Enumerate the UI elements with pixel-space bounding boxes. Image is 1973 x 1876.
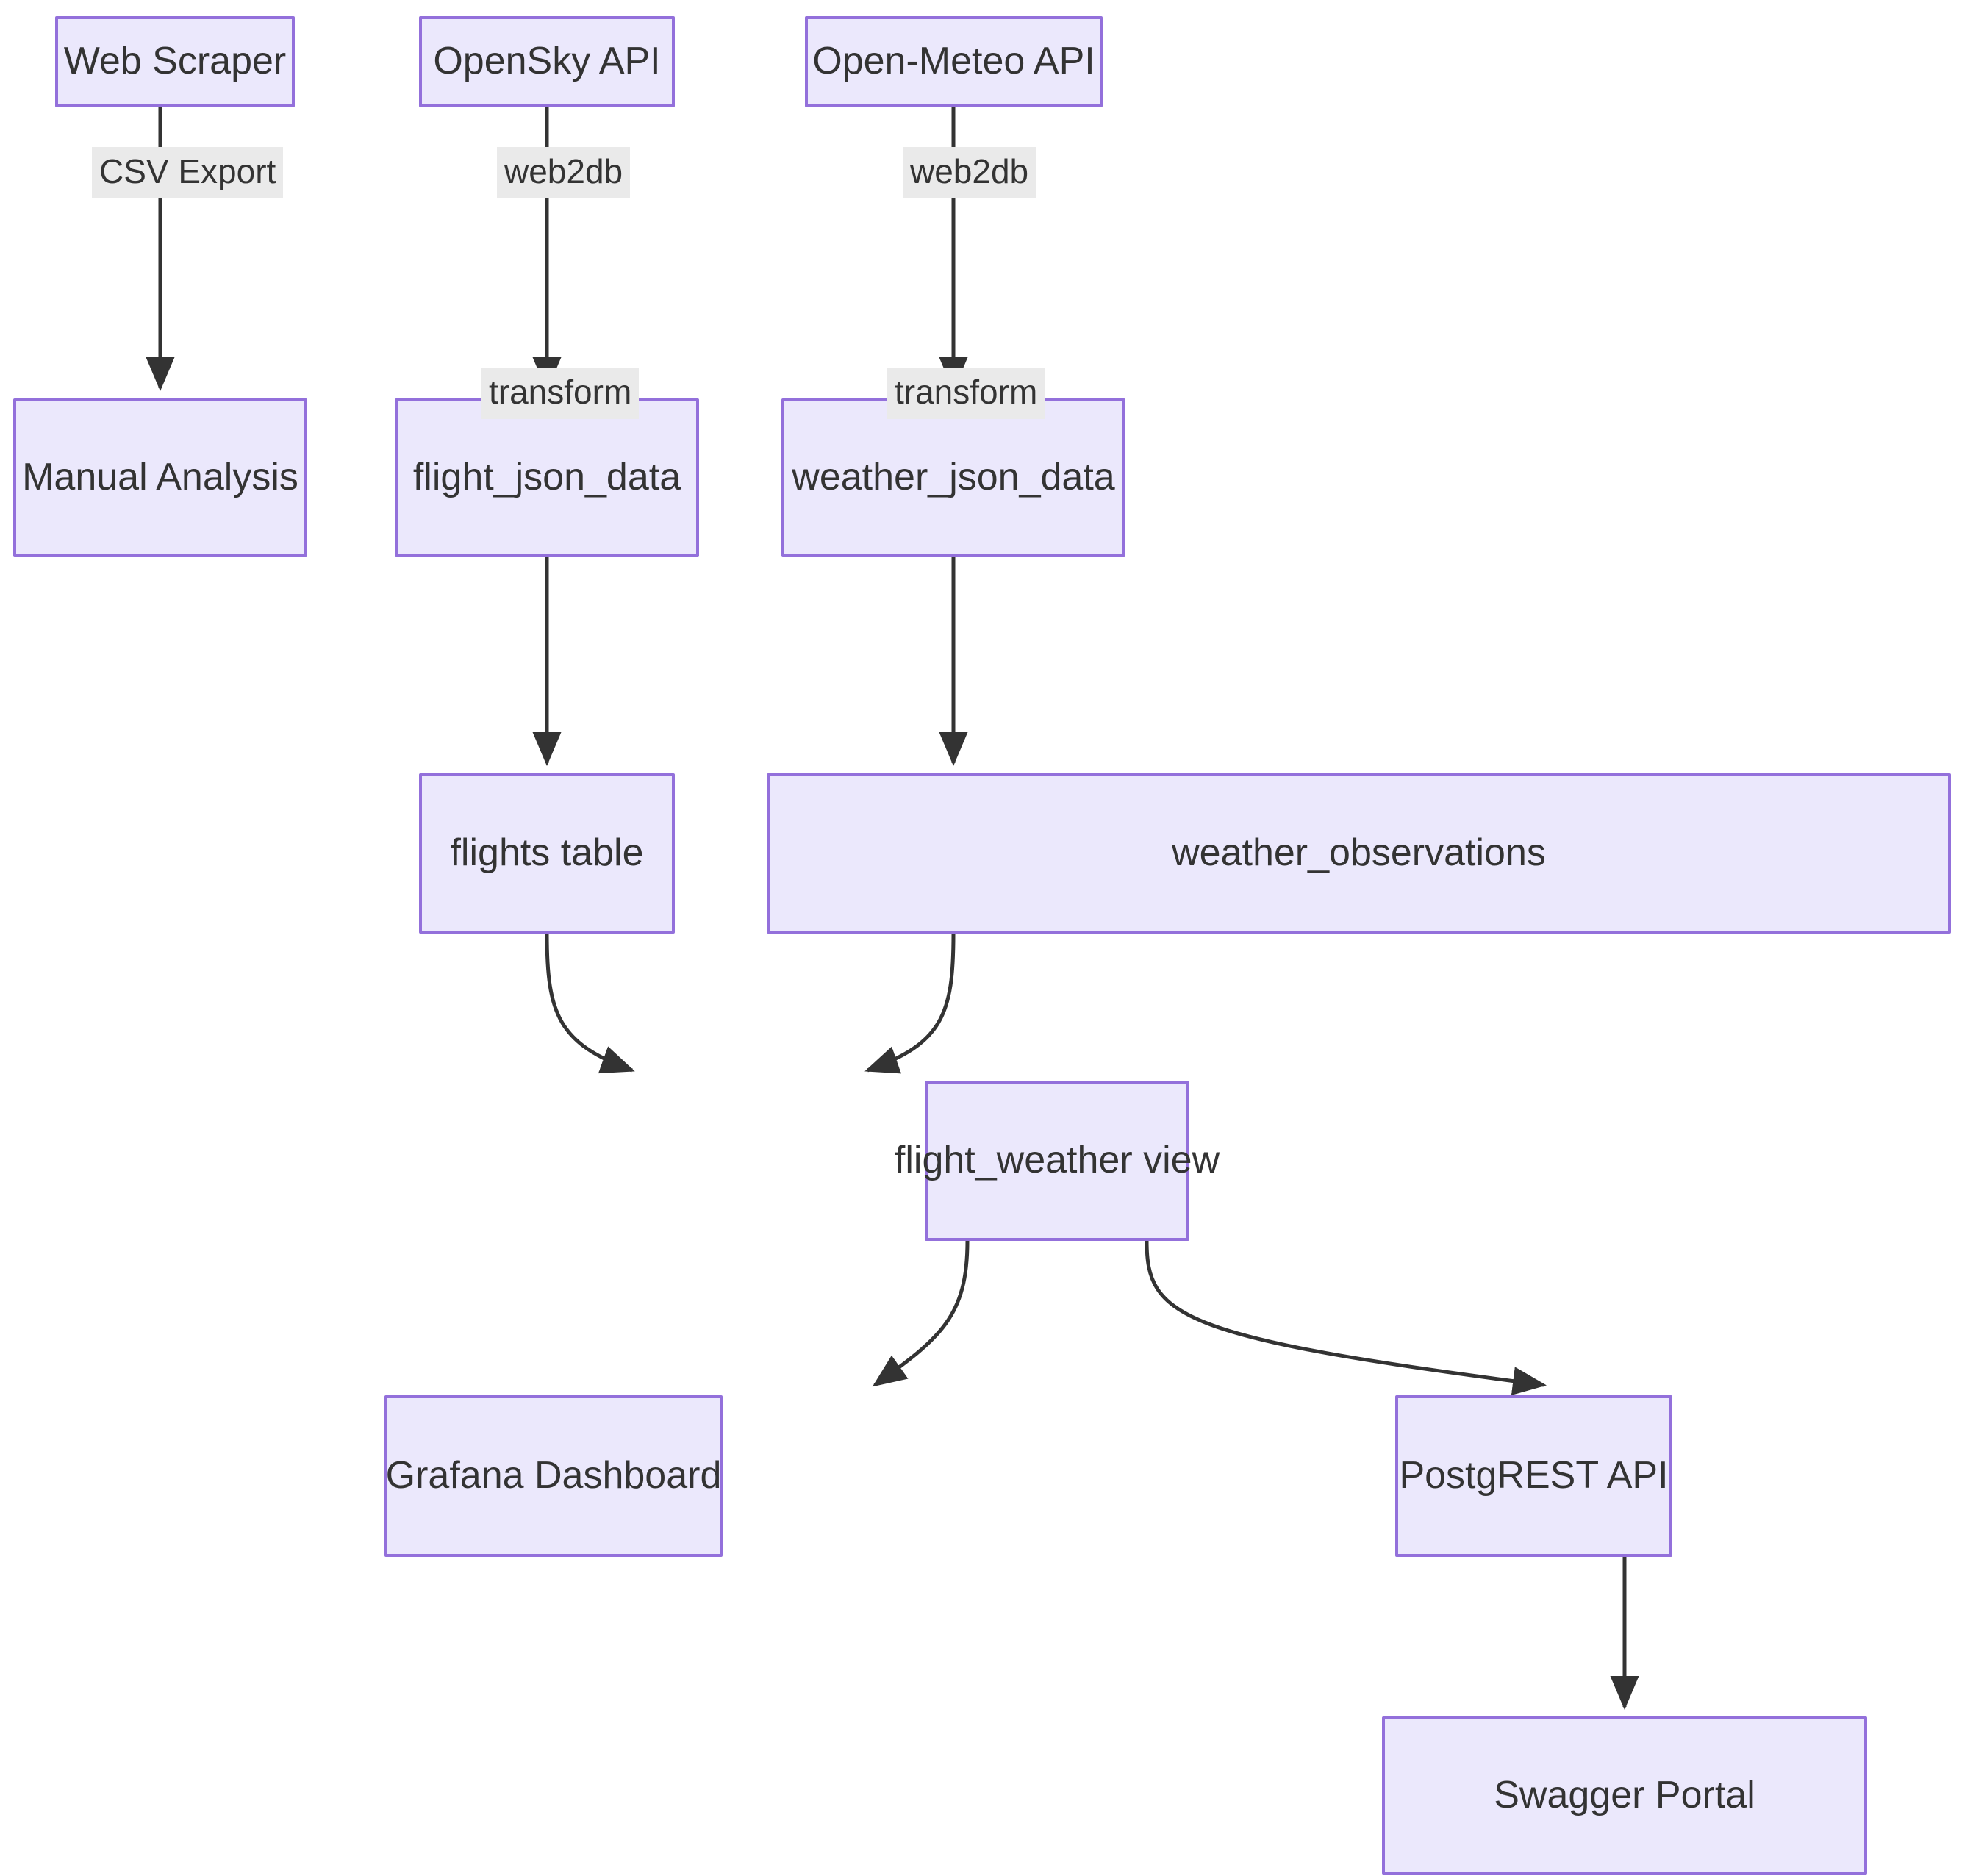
node-label: Swagger Portal: [1494, 1773, 1755, 1816]
node-label: Manual Analysis: [22, 456, 298, 499]
edge-label-csv-export: CSV Export: [92, 147, 284, 199]
node-weather-observations[interactable]: weather_observations: [767, 773, 1951, 934]
node-flights-table[interactable]: flights table: [419, 773, 675, 934]
node-weather-json-data[interactable]: weather_json_data: [781, 398, 1125, 557]
node-label: Open-Meteo API: [812, 40, 1095, 83]
node-label: flight_json_data: [412, 456, 681, 499]
edge-flights-table-to-flight-weather-view: [545, 933, 635, 1074]
edge-flight-weather-view-to-postgrest-api: [1145, 1240, 1547, 1396]
node-flight-json-data[interactable]: flight_json_data: [395, 398, 699, 557]
node-flight-weather-view[interactable]: flight_weather view: [895, 1081, 1220, 1241]
edge-label-transform-flights: transform: [481, 368, 640, 420]
edge-flight-weather-view-to-grafana-dashboard: [872, 1240, 970, 1387]
node-label: Grafana Dashboard: [385, 1454, 722, 1497]
edge-weather-observations-to-flight-weather-view: [864, 933, 956, 1074]
node-label: weather_json_data: [792, 456, 1115, 499]
edge-label-web2db-openmeteo: web2db: [903, 147, 1036, 199]
node-label: Web Scraper: [63, 40, 287, 83]
node-label: flight_weather view: [894, 1139, 1220, 1182]
node-grafana-dashboard[interactable]: Grafana Dashboard: [384, 1395, 723, 1557]
node-web-scraper[interactable]: Web Scraper: [55, 16, 295, 107]
node-openmeteo-api[interactable]: Open-Meteo API: [805, 16, 1103, 107]
edge-label-transform-weather: transform: [887, 368, 1045, 420]
node-postgrest-api[interactable]: PostgREST API: [1395, 1395, 1672, 1557]
node-label: flights table: [450, 831, 644, 875]
node-manual-analysis[interactable]: Manual Analysis: [13, 398, 307, 557]
node-label: OpenSky API: [433, 40, 661, 83]
node-opensky-api[interactable]: OpenSky API: [419, 16, 675, 107]
node-swagger-portal[interactable]: Swagger Portal: [1382, 1716, 1867, 1875]
node-label: PostgREST API: [1399, 1454, 1669, 1497]
node-label: weather_observations: [1172, 831, 1546, 875]
edge-label-web2db-opensky: web2db: [497, 147, 631, 199]
